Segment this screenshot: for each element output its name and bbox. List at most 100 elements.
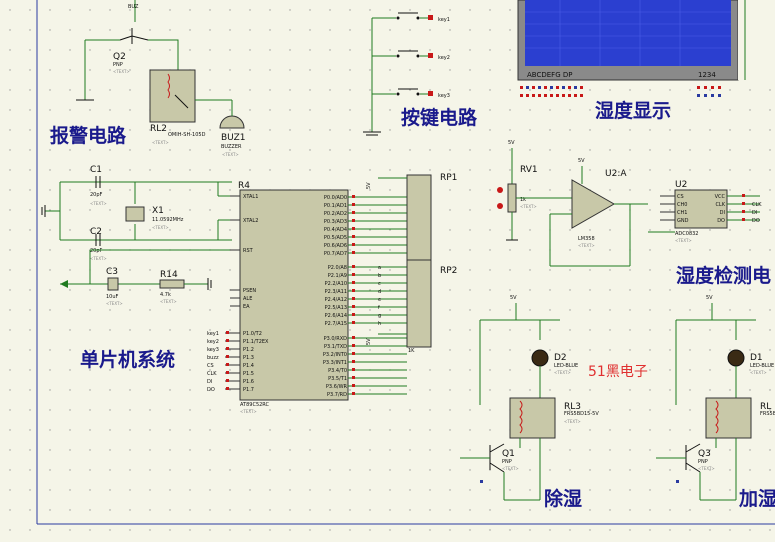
- u2a-text: <TEXT>: [578, 243, 595, 248]
- u1-value: AT89C52RC: [240, 402, 270, 408]
- lcd-pin-marker: [711, 86, 714, 89]
- title-alarm-circuit: 报警电路: [50, 124, 127, 147]
- pin-marker: [352, 376, 355, 379]
- lcd-pin-marker: [574, 94, 577, 97]
- rp1-value: 1K: [408, 348, 415, 354]
- lcd-pin-marker: [550, 94, 553, 97]
- transistor-text: <TEXT>: [698, 466, 715, 471]
- lcd-pin-marker: [580, 86, 583, 89]
- lcd-pin-marker: [532, 94, 535, 97]
- pin-marker: [352, 321, 355, 324]
- c3-text: <TEXT>: [106, 301, 123, 306]
- pin-marker: [352, 384, 355, 387]
- led-value: LED-BLUE: [750, 363, 774, 369]
- led-value: LED-BLUE: [554, 363, 578, 369]
- lcd-pin-marker: [568, 86, 571, 89]
- key-pin-marker: [428, 91, 433, 96]
- mcu-pin-label: P0.6/AD6: [324, 243, 347, 249]
- buzzer-symbol: [219, 115, 245, 129]
- lcd-pin-marker: [526, 86, 529, 89]
- mcu-pin-label: P1.3: [243, 355, 254, 361]
- mcu-pin-label: P3.3/INT1: [323, 360, 347, 366]
- mcu-pin-label: P2.1/A9: [328, 273, 347, 279]
- rv1-text: <TEXT>: [520, 204, 537, 209]
- transistor-text: <TEXT>: [502, 466, 519, 471]
- lcd-pin-marker: [718, 86, 721, 89]
- u2-adc-chip: [674, 189, 728, 229]
- lcd-pin-marker: [544, 94, 547, 97]
- mcu-net-label: key2: [207, 339, 219, 345]
- vcc-rp2: 5V: [366, 338, 372, 345]
- pin-marker: [352, 281, 355, 284]
- pin-marker: [352, 352, 355, 355]
- r14-label: R14: [160, 270, 178, 280]
- rp2-label: RP2: [440, 266, 457, 276]
- adc-pin-label: GND: [677, 218, 689, 224]
- q2-type: PNP: [113, 62, 123, 68]
- vcc-label: 5V: [510, 295, 517, 301]
- lcd-display: ABCDEFG DP 1234: [517, 0, 775, 97]
- pin-marker: [226, 347, 229, 350]
- c1-value: 20pF: [90, 192, 103, 198]
- mcu-net-label: g: [378, 313, 381, 319]
- q2-text: <TEXT>: [113, 69, 130, 74]
- pin-marker: [352, 313, 355, 316]
- watermark-text: 51黑电子: [588, 364, 648, 380]
- mcu-net-label: d: [378, 289, 381, 295]
- key-pin-marker: [428, 15, 433, 20]
- u2-label: U2: [675, 180, 687, 190]
- lcd-pin-marker: [697, 86, 700, 89]
- q2-label: Q2: [113, 52, 126, 62]
- relay-text: <TEXT>: [564, 419, 581, 424]
- rp-resistor-pack: [406, 174, 432, 348]
- mcu-pin-label: P3.4/T0: [328, 368, 347, 374]
- lcd-pin-marker: [580, 94, 583, 97]
- c1-label: C1: [90, 165, 102, 175]
- lcd-pin-marker: [556, 86, 559, 89]
- c2-label: C2: [90, 227, 102, 237]
- led-text: <TEXT>: [750, 370, 767, 375]
- relay-symbol: [509, 397, 556, 439]
- mcu-pin-label: ALE: [243, 296, 252, 302]
- mcu-pin-label: P0.4/AD4: [324, 227, 347, 233]
- u2-value: ADC0832: [675, 231, 699, 237]
- adc-pin-label: VCC: [715, 194, 726, 200]
- pin-marker: [352, 368, 355, 371]
- adc-pin-label: CS: [677, 194, 684, 200]
- transistor-label: Q1: [502, 449, 515, 459]
- vcc-label: 5V: [706, 295, 713, 301]
- r4-label: R4: [238, 181, 250, 191]
- mcu-net-label: c: [378, 281, 381, 287]
- mcu-system: C1 20pF <TEXT> C2 20pF <TEXT> X1 11.0592…: [41, 165, 457, 414]
- pin-marker: [226, 387, 229, 390]
- lcd-pin-marker: [532, 86, 535, 89]
- r14-value: 4.7k: [160, 292, 171, 298]
- mcu-pin-label: P0.2/AD2: [324, 211, 347, 217]
- pin-marker: [352, 211, 355, 214]
- mcu-net-label: CLK: [207, 371, 217, 377]
- key-pin-marker: [428, 53, 433, 58]
- vcc-opamp: 5V: [578, 158, 585, 164]
- mcu-net-label: key3: [207, 347, 219, 353]
- vcc-rv1: 5V: [508, 140, 515, 146]
- adc-pin-label: DI: [720, 210, 725, 216]
- pin-marker: [226, 379, 229, 382]
- rl2-text: <TEXT>: [152, 140, 169, 145]
- mcu-pin-label: P0.7/AD7: [324, 251, 347, 257]
- adc-pin-label: CLK: [715, 202, 725, 208]
- pin-marker: [226, 371, 229, 374]
- mcu-pin-label: P1.1/T2EX: [243, 339, 269, 345]
- adc-pin-label: CH0: [677, 202, 687, 208]
- mcu-pin-label: XTAL1: [243, 194, 258, 200]
- u1-text: <TEXT>: [240, 409, 257, 414]
- mcu-net-label: buzz: [207, 355, 219, 361]
- pin-marker: [352, 219, 355, 222]
- mcu-pin-label: P2.6/A14: [325, 313, 347, 319]
- mcu-pin-label: XTAL2: [243, 218, 258, 224]
- x1-label: X1: [152, 206, 164, 216]
- mcu-pin-label: P1.2: [243, 347, 254, 353]
- mcu-net-label: DI: [207, 379, 212, 385]
- mcu-pin-label: P2.4/A12: [325, 297, 347, 303]
- mcu-net-label: h: [378, 321, 381, 327]
